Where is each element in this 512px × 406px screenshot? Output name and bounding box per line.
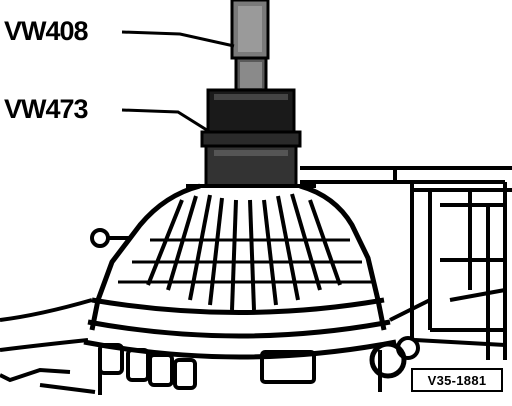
callout-label-vw408: VW408 (4, 16, 89, 46)
drift-tool-icon (230, 0, 270, 94)
side-housing (300, 166, 512, 360)
bearing-seal-installer-icon (200, 88, 302, 188)
figure-code: V35-1881 (427, 372, 487, 388)
callout-label-vw473: VW473 (4, 94, 89, 124)
callout-leaders (121, 30, 235, 134)
transaxle-housing-icon (0, 183, 420, 395)
figure-code-box: V35-1881 (411, 368, 503, 392)
